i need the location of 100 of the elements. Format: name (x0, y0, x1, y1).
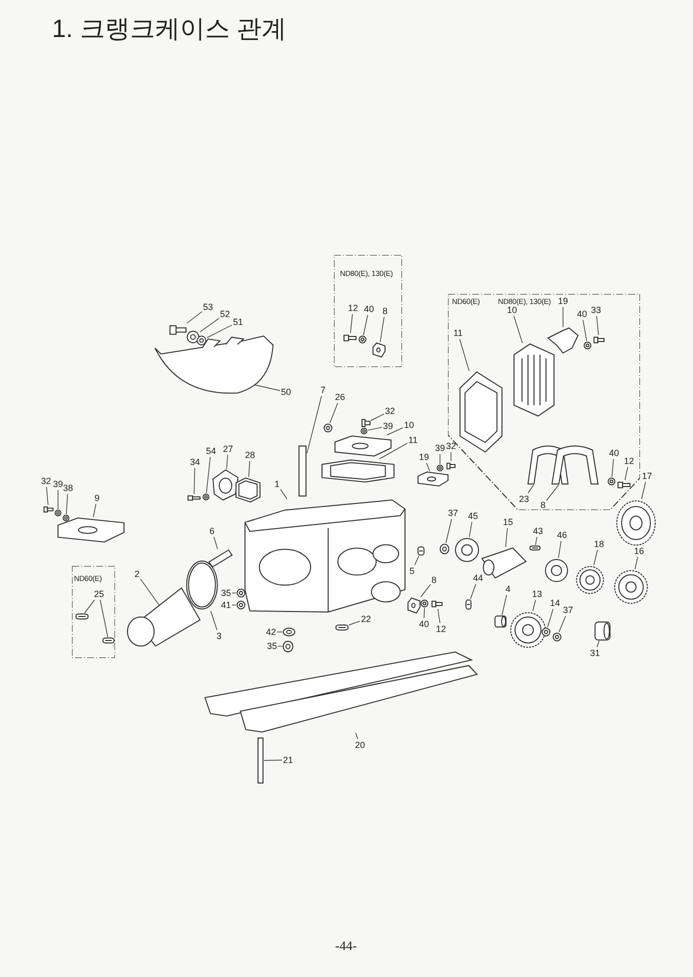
callout-number: 20 (355, 740, 365, 750)
callout-number: 26 (335, 392, 345, 402)
callout-number: 42 (266, 627, 276, 637)
callout-number: 35 (221, 588, 231, 598)
leader-line (558, 616, 566, 632)
callout-number: 52 (220, 309, 230, 319)
washer-drawing (553, 633, 561, 641)
leader-line (641, 482, 646, 500)
leader-line (368, 426, 382, 431)
page-number: -44- (334, 938, 358, 953)
pin-drawing (103, 638, 114, 643)
gear-drawing (510, 612, 546, 648)
leader-line (459, 338, 470, 372)
washer-drawing (63, 515, 69, 521)
washer-drawing (359, 336, 366, 343)
callout-number: 19 (558, 296, 568, 306)
plate-drawing (373, 343, 385, 357)
callout-number: 32 (385, 406, 395, 416)
bolt-drawing (170, 324, 186, 336)
callout-number: 22 (361, 614, 371, 624)
callout-number: 32 (41, 476, 51, 486)
callout-number: 40 (577, 309, 587, 319)
leader-line (350, 314, 353, 334)
leader-line (470, 584, 476, 600)
leader-line (186, 311, 202, 324)
leader-line (355, 732, 358, 740)
leader-line (596, 316, 599, 336)
washer-drawing (608, 478, 615, 485)
leader-line (437, 608, 440, 624)
washer-drawing (237, 601, 245, 609)
leader-line (450, 452, 452, 462)
callout-number: 13 (532, 589, 542, 599)
callout-number: 21 (283, 755, 293, 765)
leader-line (547, 608, 554, 628)
callout-number: 12 (624, 456, 634, 466)
dashed-group-frame (448, 294, 640, 510)
leader-line (414, 556, 420, 566)
washer-drawing (203, 494, 209, 500)
leader-line (348, 620, 360, 626)
leader-line (84, 600, 95, 614)
gasket-drawing (322, 460, 394, 482)
callout-number: 40 (609, 448, 619, 458)
leader-line (200, 318, 220, 332)
callout-number: 32 (446, 441, 456, 451)
leader-line (514, 316, 523, 344)
washer-drawing (55, 510, 61, 516)
ring-drawing (186, 560, 218, 610)
pin-drawing (530, 546, 540, 550)
flange-drawing (213, 470, 238, 500)
callout-number: 11 (453, 328, 463, 338)
bolt-drawing (447, 462, 455, 470)
callout-number: 40 (419, 619, 429, 629)
callout-number: 37 (448, 508, 458, 518)
callout-number: 3 (216, 631, 222, 641)
leader-line (306, 396, 322, 454)
washer-drawing (283, 628, 295, 636)
gear-drawing (614, 570, 648, 604)
bolt-drawing (594, 336, 604, 344)
bush-drawing (495, 616, 506, 627)
callout-number: 33 (591, 305, 601, 315)
callout-number: 44 (473, 573, 483, 583)
leader-line (210, 610, 218, 630)
callout-number: 46 (557, 530, 567, 540)
bearing-drawing (545, 559, 568, 582)
pin-drawing (76, 614, 88, 619)
gasket-drawing (236, 478, 260, 502)
rail-drawing (205, 652, 477, 732)
callout-number: 40 (364, 304, 374, 314)
callout-number: 19 (419, 452, 429, 462)
callout-number: 31 (590, 648, 600, 658)
leader-line (562, 306, 564, 328)
leader-line (424, 608, 425, 618)
leader-line (226, 454, 228, 470)
callout-number: 39 (435, 443, 445, 453)
callout-number: 8 (382, 306, 388, 316)
washer-drawing (361, 428, 367, 434)
callout-number: 7 (320, 385, 326, 395)
cover-plate-drawing (514, 344, 554, 416)
bracket-drawing (548, 328, 578, 353)
plate-drawing (58, 518, 124, 542)
leader-line (380, 316, 384, 342)
bolt-drawing (188, 495, 200, 501)
callout-number: 23 (519, 494, 529, 504)
callout-number: 38 (63, 483, 73, 493)
callout-number: 53 (203, 302, 213, 312)
bearing-drawing (455, 538, 479, 562)
callout-number: 50 (281, 387, 291, 397)
dashed-group-frame (334, 255, 402, 367)
leader-line (232, 592, 236, 594)
stud-bolt-drawing (258, 738, 263, 783)
leader-line (100, 600, 108, 638)
stud-drawing (209, 550, 232, 567)
bush-drawing (595, 622, 610, 640)
callout-number: 41 (221, 600, 231, 610)
leader-line (206, 324, 232, 338)
leader-line (206, 456, 211, 494)
leader-line (582, 320, 588, 342)
leader-line (612, 458, 614, 478)
callout-number: 18 (594, 539, 604, 549)
page-title: 1. 크랭크케이스 관계 (52, 14, 287, 44)
